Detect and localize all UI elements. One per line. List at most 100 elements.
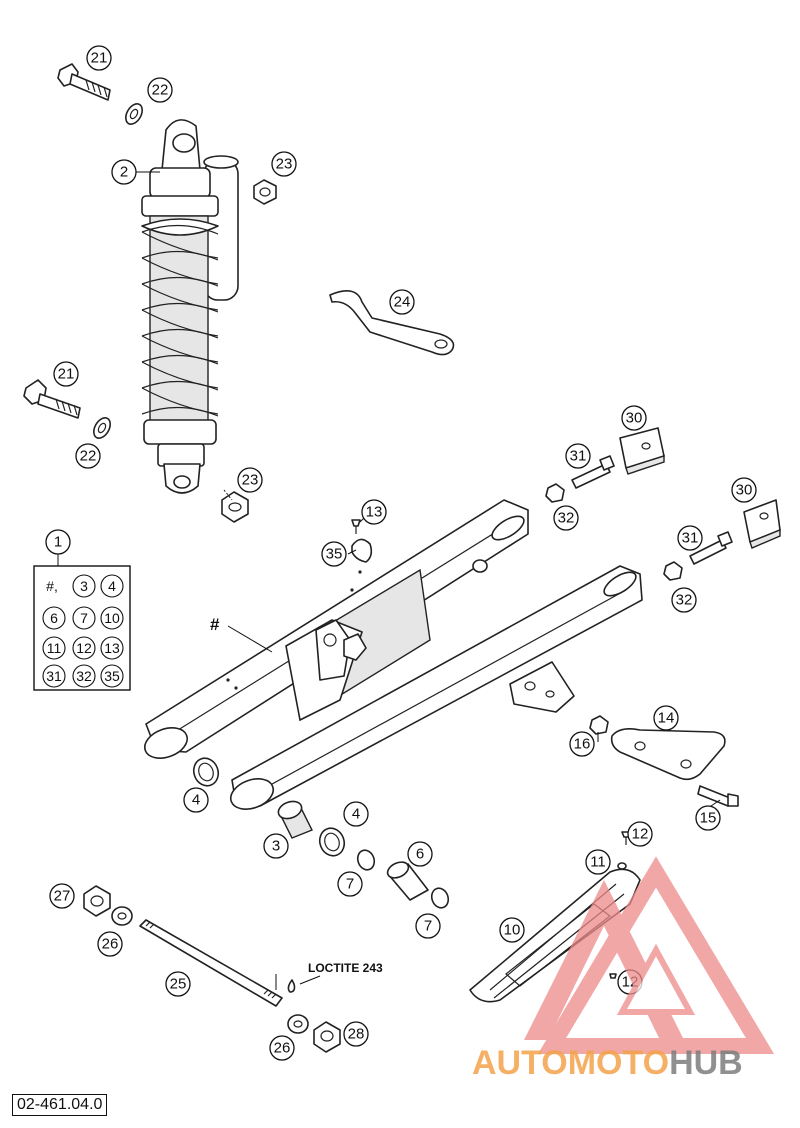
callout-30-upper: 30 xyxy=(621,405,647,431)
svg-text:7: 7 xyxy=(424,918,432,935)
callout-14: 14 xyxy=(653,705,679,731)
kit-item: 31 xyxy=(46,668,62,684)
hash-mark: # xyxy=(210,615,220,634)
svg-text:6: 6 xyxy=(416,846,424,863)
nut-32-upper xyxy=(545,483,565,503)
callout-32-upper: 32 xyxy=(553,505,579,531)
svg-text:35: 35 xyxy=(326,546,343,563)
callout-12-top: 12 xyxy=(627,821,653,847)
svg-text:22: 22 xyxy=(80,448,97,465)
hook-wrench-24 xyxy=(329,290,455,356)
kit-item: 4 xyxy=(108,578,116,594)
callout-10: 10 xyxy=(499,917,525,943)
callouts: 21 22 2 23 24 21 22 23 1 13 35 31 32 30 … xyxy=(45,45,757,1061)
kit-item: 32 xyxy=(76,668,92,684)
svg-text:23: 23 xyxy=(242,472,259,489)
screw-13 xyxy=(351,519,361,534)
svg-text:30: 30 xyxy=(736,482,753,499)
drawing-number: 02-461.04.0 xyxy=(12,1094,108,1116)
callout-15: 15 xyxy=(695,805,721,831)
svg-text:7: 7 xyxy=(346,876,354,893)
svg-text:1: 1 xyxy=(54,534,62,551)
nut-23-top xyxy=(253,179,277,205)
callout-7-upper: 7 xyxy=(337,871,363,897)
shock-absorber-2 xyxy=(141,119,239,494)
svg-text:23: 23 xyxy=(276,156,293,173)
nut-23-middle xyxy=(221,491,249,523)
callout-26-right: 26 xyxy=(269,1035,295,1061)
washer-26-left xyxy=(111,906,133,926)
bearing-3 xyxy=(277,800,313,839)
callout-28: 28 xyxy=(343,1021,369,1047)
kit-item: 10 xyxy=(104,610,120,626)
watermark-part1: AUTOMOTO xyxy=(472,1044,669,1082)
kit-item: 3 xyxy=(80,578,88,594)
callout-3: 3 xyxy=(263,833,289,859)
callout-27: 27 xyxy=(49,883,75,909)
bolt-31-upper xyxy=(571,455,615,489)
svg-text:14: 14 xyxy=(658,710,675,727)
callout-23-top: 23 xyxy=(271,151,297,177)
kit-item: 13 xyxy=(104,640,120,656)
svg-text:30: 30 xyxy=(626,410,643,427)
cable-clip-35 xyxy=(351,538,373,563)
seal-7-lower xyxy=(430,887,450,909)
callout-4-right: 4 xyxy=(343,801,369,827)
callout-23-middle: 23 xyxy=(237,467,263,493)
callout-35: 35 xyxy=(321,541,347,567)
bushing-4-left xyxy=(192,757,220,787)
screw-12-bottom xyxy=(609,973,617,979)
nut-32-lower xyxy=(663,561,683,581)
svg-text:28: 28 xyxy=(348,1026,365,1043)
svg-text:24: 24 xyxy=(394,294,411,311)
svg-text:12: 12 xyxy=(632,826,649,843)
callout-30-lower: 30 xyxy=(731,477,757,503)
bolt-21-top xyxy=(57,63,111,101)
callout-22-middle: 22 xyxy=(75,443,101,469)
svg-text:22: 22 xyxy=(152,82,169,99)
svg-text:2: 2 xyxy=(120,164,128,181)
kit-item: 7 xyxy=(80,610,88,626)
seal-7-upper xyxy=(356,849,376,871)
watermark-part2: HUB xyxy=(669,1044,743,1082)
callout-6: 6 xyxy=(407,841,433,867)
callout-21-middle: 21 xyxy=(53,361,79,387)
svg-text:31: 31 xyxy=(682,530,699,547)
svg-text:27: 27 xyxy=(54,888,71,905)
callout-31-upper: 31 xyxy=(565,443,591,469)
loctite-note: LOCTITE 243 xyxy=(308,961,383,975)
callout-13: 13 xyxy=(361,499,387,525)
washer-11 xyxy=(617,862,627,870)
bushing-4-right xyxy=(318,827,346,857)
svg-text:26: 26 xyxy=(274,1040,291,1057)
svg-text:4: 4 xyxy=(352,806,360,823)
loctite-drop xyxy=(287,979,296,993)
callout-2: 2 xyxy=(111,159,137,185)
svg-text:16: 16 xyxy=(574,736,591,753)
svg-text:25: 25 xyxy=(170,976,187,993)
svg-text:21: 21 xyxy=(91,50,108,67)
svg-text:3: 3 xyxy=(272,838,280,855)
watermark-logo xyxy=(524,856,775,1054)
callout-7-lower: 7 xyxy=(415,913,441,939)
nut-28 xyxy=(313,1021,341,1053)
svg-text:32: 32 xyxy=(558,510,575,527)
callout-4-left: 4 xyxy=(183,787,209,813)
svg-text:15: 15 xyxy=(700,810,717,827)
watermark-text: AUTOMOTOHUB xyxy=(472,1044,743,1082)
callout-11: 11 xyxy=(585,849,611,875)
kit-contents: #, 3 4 6 7 10 11 12 13 31 32 35 xyxy=(42,574,124,688)
callout-1: 1 xyxy=(45,529,71,555)
kit-item: 11 xyxy=(47,640,62,656)
svg-text:31: 31 xyxy=(570,448,587,465)
washer-22-top xyxy=(125,103,143,125)
callout-24: 24 xyxy=(389,289,415,315)
pad-30-upper xyxy=(619,427,665,475)
nut-16 xyxy=(589,715,609,735)
pad-30-lower xyxy=(743,499,781,549)
swingarm xyxy=(143,499,643,810)
kit-item: 6 xyxy=(50,610,58,626)
chain-guard-14 xyxy=(610,728,726,781)
svg-text:10: 10 xyxy=(504,922,521,939)
